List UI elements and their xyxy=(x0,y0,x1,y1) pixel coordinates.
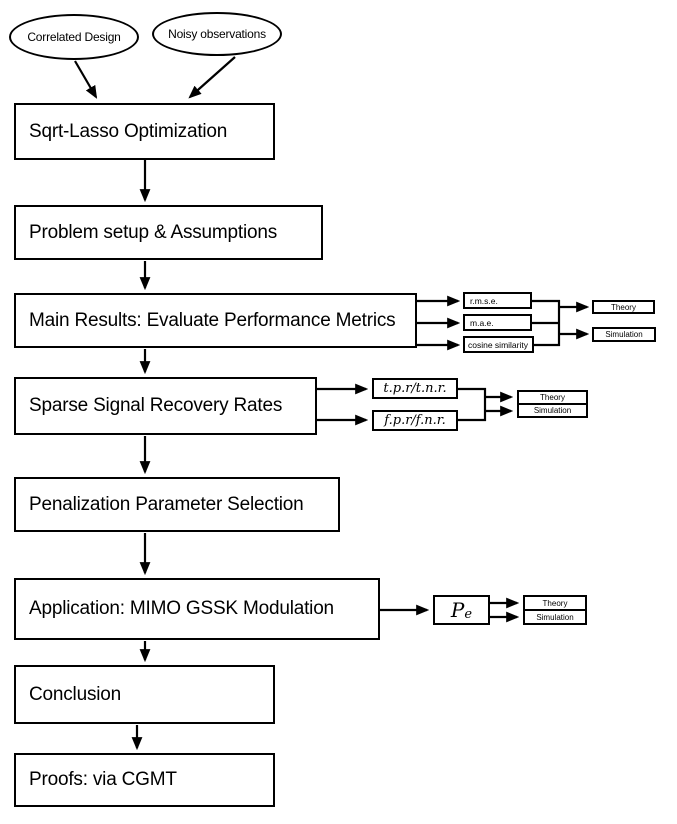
output-node-metrics-simulation: Simulation xyxy=(592,327,656,342)
metric-node-mae: m.a.e. xyxy=(463,314,532,331)
metric-label: m.a.e. xyxy=(470,317,494,328)
flow-node-main-results: Main Results: Evaluate Performance Metri… xyxy=(14,293,417,348)
output-label: Theory xyxy=(611,302,636,312)
flow-node-label: Application: MIMO GSSK Modulation xyxy=(29,598,334,619)
source-node-noisy-observations: Noisy observations xyxy=(152,12,282,56)
output-label: Theory xyxy=(542,598,568,608)
output-label: Simulation xyxy=(536,612,574,622)
flow-node-label: Conclusion xyxy=(29,683,121,705)
recovery-node-tpr-tnr: t.p.r/t.n.r. xyxy=(372,378,458,399)
flow-node-penalization-parameter: Penalization Parameter Selection xyxy=(14,477,340,532)
arrow-correlated-design-to-sqrt-lasso xyxy=(74,60,98,99)
metric-label: r.m.s.e. xyxy=(470,295,498,306)
output-label: Simulation xyxy=(533,406,572,415)
output-node-application-theory: Theory xyxy=(525,597,585,611)
metric-node-cosine-similarity: cosine similarity xyxy=(463,336,534,353)
output-node-recovery-theory: Theory xyxy=(519,392,586,405)
flow-node-label: Penalization Parameter Selection xyxy=(29,493,304,515)
flow-node-proofs-cgmt: Proofs: via CGMT xyxy=(14,753,275,807)
flow-node-label: Sqrt-Lasso Optimization xyxy=(29,120,228,142)
recovery-node-fpr-fnr: f.p.r/f.n.r. xyxy=(372,410,458,431)
output-node-recovery-simulation: Simulation xyxy=(519,405,586,416)
flow-node-label: Main Results: Evaluate Performance Metri… xyxy=(29,309,396,331)
output-stack-recovery: Theory Simulation xyxy=(517,390,588,418)
flow-node-label: Sparse Signal Recovery Rates xyxy=(29,395,283,416)
output-label: Theory xyxy=(540,393,565,402)
flow-node-label: Problem setup & Assumptions xyxy=(29,221,278,243)
flow-node-problem-setup: Problem setup & Assumptions xyxy=(14,205,323,260)
output-label: Simulation xyxy=(605,330,643,339)
source-node-correlated-design: Correlated Design xyxy=(9,14,139,60)
source-label: Noisy observations xyxy=(168,27,266,41)
output-node-metrics-theory: Theory xyxy=(592,300,655,314)
source-label: Correlated Design xyxy=(27,30,121,44)
flow-node-conclusion: Conclusion xyxy=(14,665,275,724)
flow-node-sqrt-lasso-optimization: Sqrt-Lasso Optimization xyxy=(14,103,275,160)
output-node-application-simulation: Simulation xyxy=(525,611,585,623)
arrow-noisy-observations-to-sqrt-lasso xyxy=(188,56,236,99)
metric-label: cosine similarity xyxy=(468,339,528,350)
recovery-label: f.p.r/f.n.r. xyxy=(384,413,446,428)
flow-node-sparse-signal-recovery: Sparse Signal Recovery Rates xyxy=(14,377,317,435)
metric-node-rmse: r.m.s.e. xyxy=(463,292,532,309)
pe-symbol-subscript: e xyxy=(464,606,473,622)
pe-symbol: P xyxy=(450,598,465,622)
flow-node-label: Proofs: via CGMT xyxy=(29,769,177,790)
output-stack-application: Theory Simulation xyxy=(523,595,587,625)
recovery-label: t.p.r/t.n.r. xyxy=(383,381,447,396)
flow-node-application-mimo-gssk: Application: MIMO GSSK Modulation xyxy=(14,578,380,640)
